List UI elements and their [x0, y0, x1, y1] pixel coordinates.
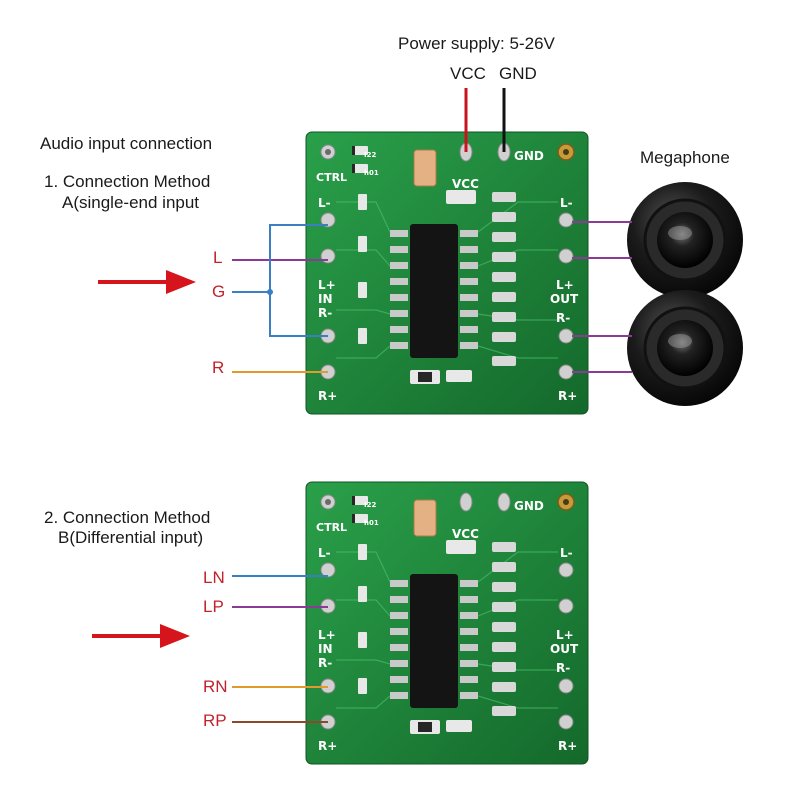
- megaphone-speaker-bottom: [627, 290, 743, 406]
- signal-label-r: R: [212, 358, 225, 377]
- silk-chip2-2: h01: [364, 519, 379, 527]
- power-supply-title: Power supply: 5-26V: [398, 34, 555, 53]
- silk-out: OUT: [550, 292, 579, 306]
- silk-in-2: IN: [318, 642, 333, 656]
- silk-l-minus-in: L-: [318, 196, 331, 210]
- silk-gnd: GND: [514, 149, 544, 163]
- silk-r-plus-out-2: R+: [558, 739, 577, 753]
- signal-label-g: G: [212, 282, 226, 301]
- silk-ctrl-2: CTRL: [316, 521, 347, 534]
- speaker-wires: [572, 221, 632, 373]
- signal-label-ln: LN: [203, 568, 225, 587]
- g-bracket-wire: [269, 224, 328, 337]
- silk-chip2: h01: [364, 169, 379, 177]
- silk-r-minus-out: R-: [556, 311, 570, 325]
- red-arrow-1: [98, 270, 196, 294]
- gnd-label: GND: [499, 64, 537, 83]
- board-2-silkscreen: CTRL I22 h01 VCC GND L- L+ IN R- R+ L- L…: [316, 499, 579, 753]
- silk-r-plus-in-2: R+: [318, 739, 337, 753]
- silk-l-plus-in: L+: [318, 278, 336, 292]
- g-junction-dot: [267, 289, 273, 295]
- vcc-label: VCC: [450, 64, 486, 83]
- silk-vcc-2: VCC: [452, 527, 479, 541]
- method1-line1: 1. Connection Method: [44, 172, 211, 191]
- silk-in: IN: [318, 292, 333, 306]
- silk-l-plus-out-2: L+: [556, 628, 574, 642]
- signal-label-lp: LP: [203, 597, 224, 616]
- method2-line1: 2. Connection Method: [44, 508, 211, 527]
- silk-l-minus-out: L-: [560, 196, 573, 210]
- audio-input-heading: Audio input connection: [40, 134, 213, 153]
- signal-label-l: L: [213, 248, 223, 267]
- silk-r-plus-out: R+: [558, 389, 577, 403]
- silk-r-minus-out-2: R-: [556, 661, 570, 675]
- silk-r-plus-in: R+: [318, 389, 337, 403]
- silk-out-2: OUT: [550, 642, 579, 656]
- silk-ctrl: CTRL: [316, 171, 347, 184]
- silk-chip1-2: I22: [364, 501, 376, 509]
- section2-wires: [232, 575, 328, 723]
- silk-l-plus-out: L+: [556, 278, 574, 292]
- megaphone-label: Megaphone: [640, 148, 730, 167]
- silk-vcc: VCC: [452, 177, 479, 191]
- signal-label-rn: RN: [203, 677, 228, 696]
- silk-chip1: I22: [364, 151, 376, 159]
- silk-gnd-2: GND: [514, 499, 544, 513]
- silk-l-minus-out-2: L-: [560, 546, 573, 560]
- silk-l-plus-in-2: L+: [318, 628, 336, 642]
- section1-wires: [232, 224, 328, 373]
- silk-l-minus-in-2: L-: [318, 546, 331, 560]
- board-1-silkscreen: CTRL I22 h01 VCC GND L- L+ IN R- R+ L- L…: [316, 149, 579, 403]
- megaphone-speaker-top: [627, 182, 743, 298]
- red-arrow-2: [92, 624, 190, 648]
- silk-r-minus-in-2: R-: [318, 656, 332, 670]
- amplifier-board-1: [305, 131, 589, 415]
- signal-label-rp: RP: [203, 711, 227, 730]
- silk-r-minus-in: R-: [318, 306, 332, 320]
- amplifier-board-2: [305, 481, 589, 765]
- method1-line2: A(single-end input: [62, 193, 200, 212]
- method2-line2: B(Differential input): [58, 528, 204, 547]
